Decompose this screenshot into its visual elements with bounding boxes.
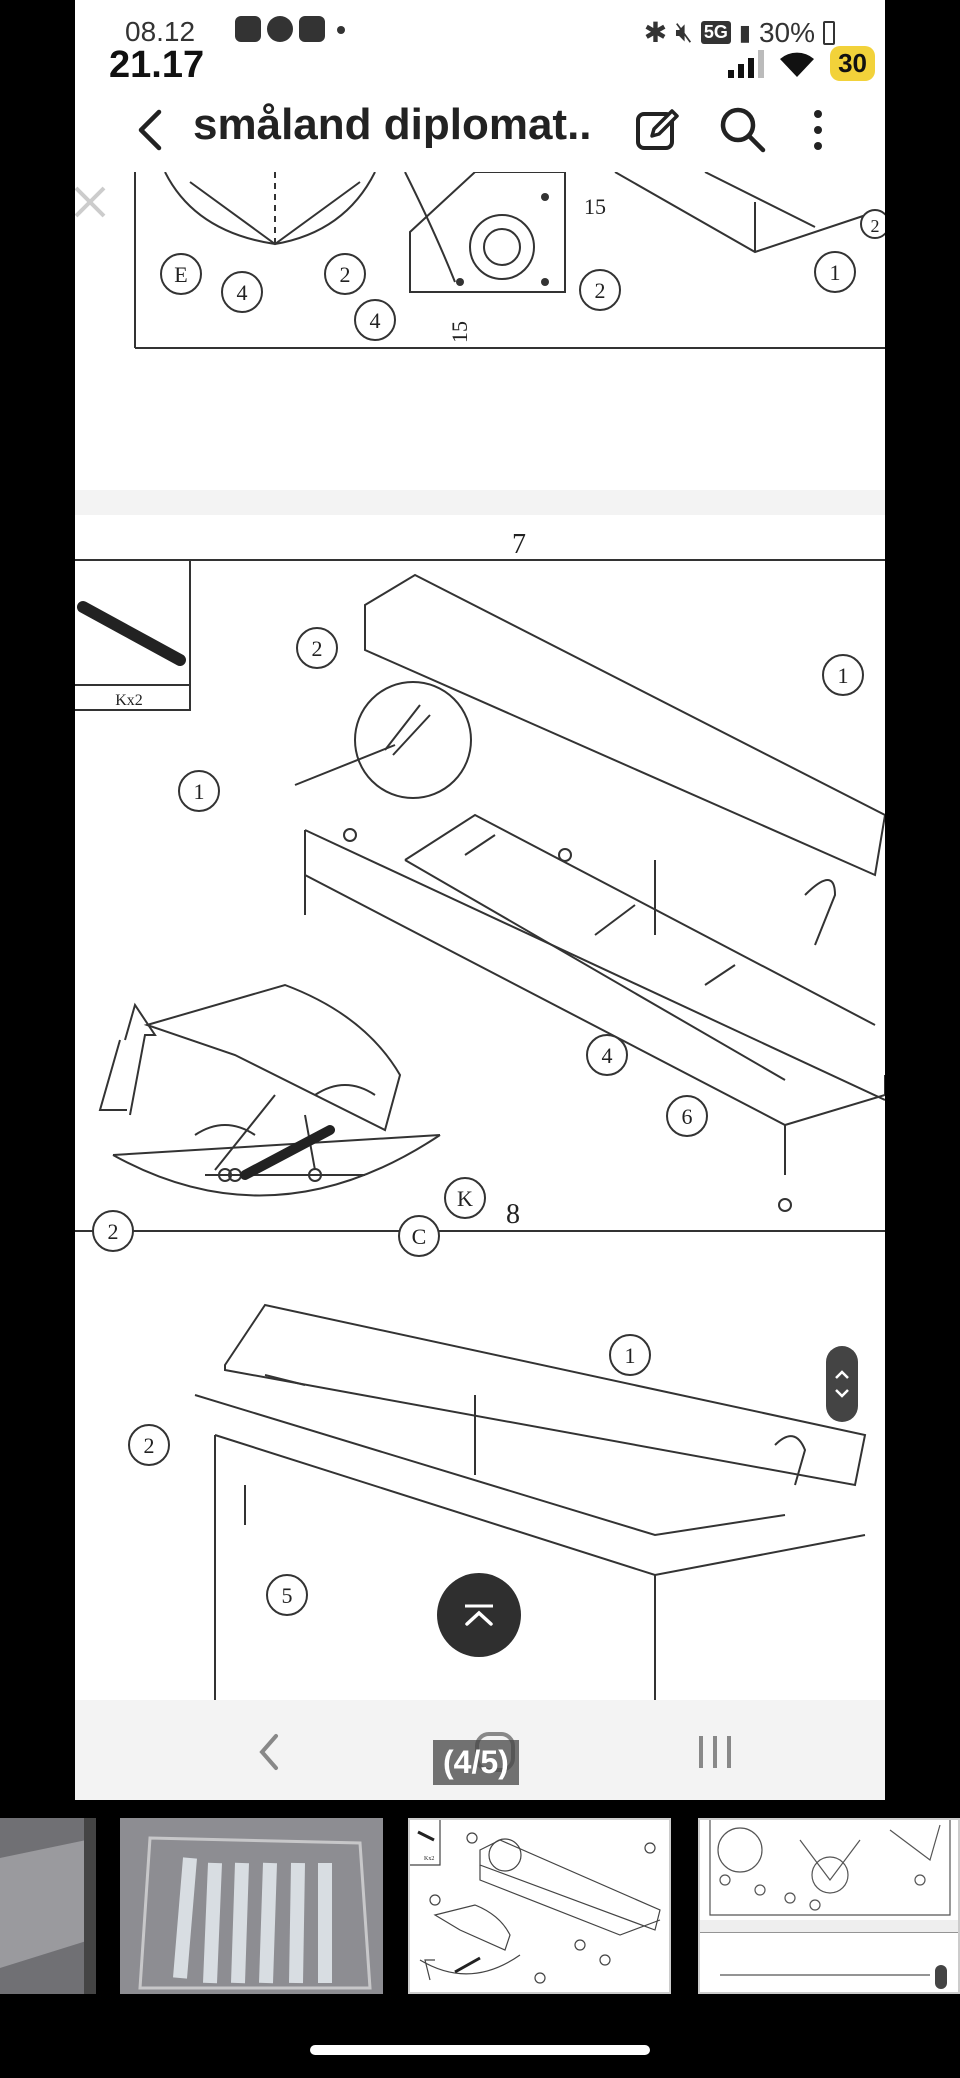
document-title: småland diplomat... — [193, 100, 593, 149]
edit-icon[interactable] — [630, 102, 686, 158]
assembly-diagram-7: 7 Kx2 — [75, 529, 885, 1700]
callout-4: 4 — [602, 1043, 613, 1068]
page-indicator: (4/5) — [433, 1740, 519, 1785]
mute-icon: 🔇︎ — [675, 16, 693, 47]
callout-4b: 4 — [370, 308, 381, 333]
callout-C: C — [412, 1224, 427, 1249]
callout-2: 2 — [144, 1433, 155, 1458]
signal-icon — [728, 49, 765, 78]
thumbnail-4-image — [700, 1820, 958, 1992]
battery-badge: 30 — [830, 46, 875, 81]
kit-label: Kx2 — [115, 692, 143, 709]
callout-1b: 1 — [194, 779, 205, 804]
gallery-notification-icon — [235, 16, 261, 42]
callout-2b: 2 — [595, 278, 606, 303]
nav-recent-apps-icon[interactable] — [685, 1722, 745, 1782]
signal-small-icon: ▮ — [738, 19, 751, 45]
bluetooth-icon: ✱ — [643, 17, 668, 48]
document-viewer[interactable]: E 4 2 15 2 4 15 1 2 — [75, 172, 885, 1700]
thumbnail-3-current[interactable]: Kx2 — [408, 1818, 671, 1994]
wifi-icon — [780, 52, 815, 77]
status-right-bottom: 30 — [728, 46, 875, 81]
page-number-7: 7 — [512, 529, 526, 560]
assembly-diagram-prev: E 4 2 15 2 4 15 1 2 — [134, 172, 885, 349]
thumbnail-2-image — [120, 1818, 383, 1994]
callout-E: E — [174, 262, 187, 287]
status-date: 08.12 — [125, 16, 196, 47]
dimension-15-top: 15 — [584, 194, 606, 219]
battery-percent: 30% — [758, 16, 815, 48]
battery-icon — [823, 20, 835, 45]
dimension-15-side: 15 — [447, 321, 472, 343]
callout-1: 1 — [838, 663, 849, 688]
whatsapp-notification-icon — [267, 16, 293, 42]
status-right-top: ✱ 🔇︎ 5G ▮ 30% — [644, 16, 835, 49]
chevron-down-icon — [835, 1389, 849, 1398]
status-bar: 08.12 21.17 ✱ 🔇︎ 5G ▮ 30% 30 — [75, 0, 885, 90]
thumbnail-4[interactable] — [698, 1818, 960, 1994]
status-time: 21.17 — [109, 44, 205, 86]
chevron-up-icon — [835, 1370, 849, 1379]
thumbnail-1[interactable] — [0, 1818, 96, 1994]
more-notifications-dot — [337, 26, 345, 34]
callout-4: 4 — [237, 280, 248, 305]
thumbnail-3-image: Kx2 — [410, 1820, 669, 1992]
nav-back-icon[interactable] — [240, 1722, 300, 1782]
more-options-icon[interactable] — [800, 102, 836, 158]
home-indicator[interactable] — [310, 2045, 650, 2055]
callout-2b: 2 — [108, 1219, 119, 1244]
thumbnail-2[interactable] — [120, 1818, 383, 1994]
notification-icons — [235, 16, 345, 42]
chevron-up-icon — [465, 1604, 493, 1626]
scroll-handle[interactable] — [826, 1346, 858, 1422]
document-page-6: E 4 2 15 2 4 15 1 2 — [75, 172, 885, 490]
callout-5: 5 — [282, 1583, 293, 1608]
callout-2: 2 — [340, 262, 351, 287]
app-bar: småland diplomat... — [75, 90, 885, 172]
thumb-kit-label: Kx2 — [424, 1856, 434, 1862]
close-icon[interactable] — [75, 182, 110, 222]
page-number-8: 8 — [506, 1199, 520, 1230]
callout-K: K — [457, 1186, 473, 1211]
callout-1: 1 — [625, 1343, 636, 1368]
callout-1: 1 — [830, 260, 841, 285]
system-nav-bar: (4/5) — [75, 1700, 885, 1800]
back-arrow-icon[interactable] — [125, 100, 175, 160]
callout-2: 2 — [312, 636, 323, 661]
callout-2c: 2 — [871, 216, 880, 236]
scroll-to-top-button[interactable] — [437, 1573, 521, 1657]
callout-6: 6 — [682, 1104, 693, 1129]
download-notification-icon — [299, 16, 325, 42]
network-type: 5G — [700, 21, 731, 44]
document-page-7: 7 Kx2 — [75, 515, 885, 1700]
screen: 08.12 21.17 ✱ 🔇︎ 5G ▮ 30% 30 — [75, 0, 885, 1800]
search-icon[interactable] — [715, 102, 771, 158]
thumbnail-1-image — [0, 1818, 96, 1994]
thumbnail-strip: Kx2 — [0, 1818, 960, 1994]
